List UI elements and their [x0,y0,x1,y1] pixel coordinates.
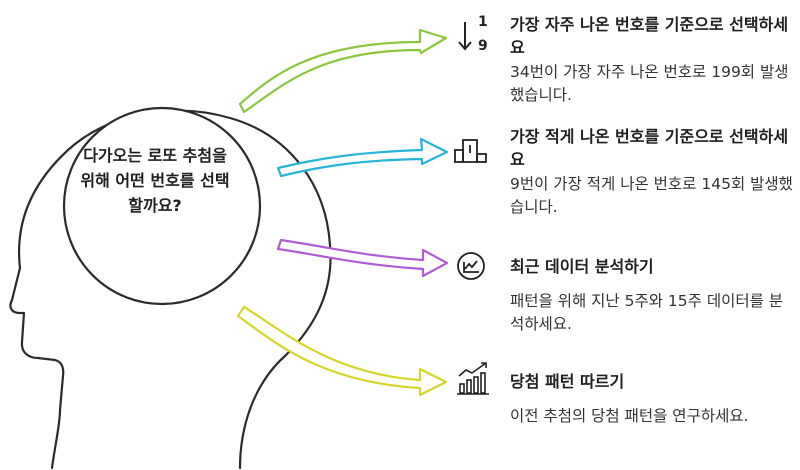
sort-icon-number-top: 1 [478,14,488,30]
center-question: 다가오는 로또 추첨을 위해 어떤 번호를 선택할까요? [80,146,230,215]
bar-chart-trend-icon [457,362,489,395]
option-4-title: 당첨 패턴 따르기 [510,372,625,391]
head-silhouette [9,109,332,470]
option-1: 가장 자주 나온 번호를 기준으로 선택하세요 34번이 가장 자주 나온 번호… [510,13,795,107]
arrow-1-body [238,28,448,114]
sort-descending-icon [458,22,472,51]
option-2: 가장 적게 나온 번호를 기준으로 선택하세요 9번이 가장 적게 나온 번호로… [510,125,795,219]
arrow-3-body [276,238,449,278]
option-4-description: 이전 추첨의 당첨 패턴을 연구하세요. [510,407,749,425]
option-2-description: 9번이 가장 적게 나온 번호로 145회 발생했습니다. [510,175,793,216]
podium-icon [454,139,487,163]
arrow-2-body [276,137,449,178]
option-3: 최근 데이터 분석하기 패턴을 위해 지난 5주와 15주 데이터를 분석하세요… [510,255,795,336]
sort-icon-number-bottom: 9 [478,38,488,54]
option-1-title: 가장 자주 나온 번호를 기준으로 선택하세요 [510,15,789,57]
option-3-description: 패턴을 위해 지난 5주와 15주 데이터를 분석하세요. [510,292,784,333]
option-3-title: 최근 데이터 분석하기 [510,257,654,276]
thought-circle [62,106,262,306]
line-chart-circle-icon [457,252,485,280]
option-2-title: 가장 적게 나온 번호를 기준으로 선택하세요 [510,127,789,169]
arrow-4-body [236,305,448,397]
option-1-description: 34번이 가장 자주 나온 번호로 199회 발생했습니다. [510,63,789,104]
option-4: 당첨 패턴 따르기 이전 추첨의 당첨 패턴을 연구하세요. [510,370,795,428]
